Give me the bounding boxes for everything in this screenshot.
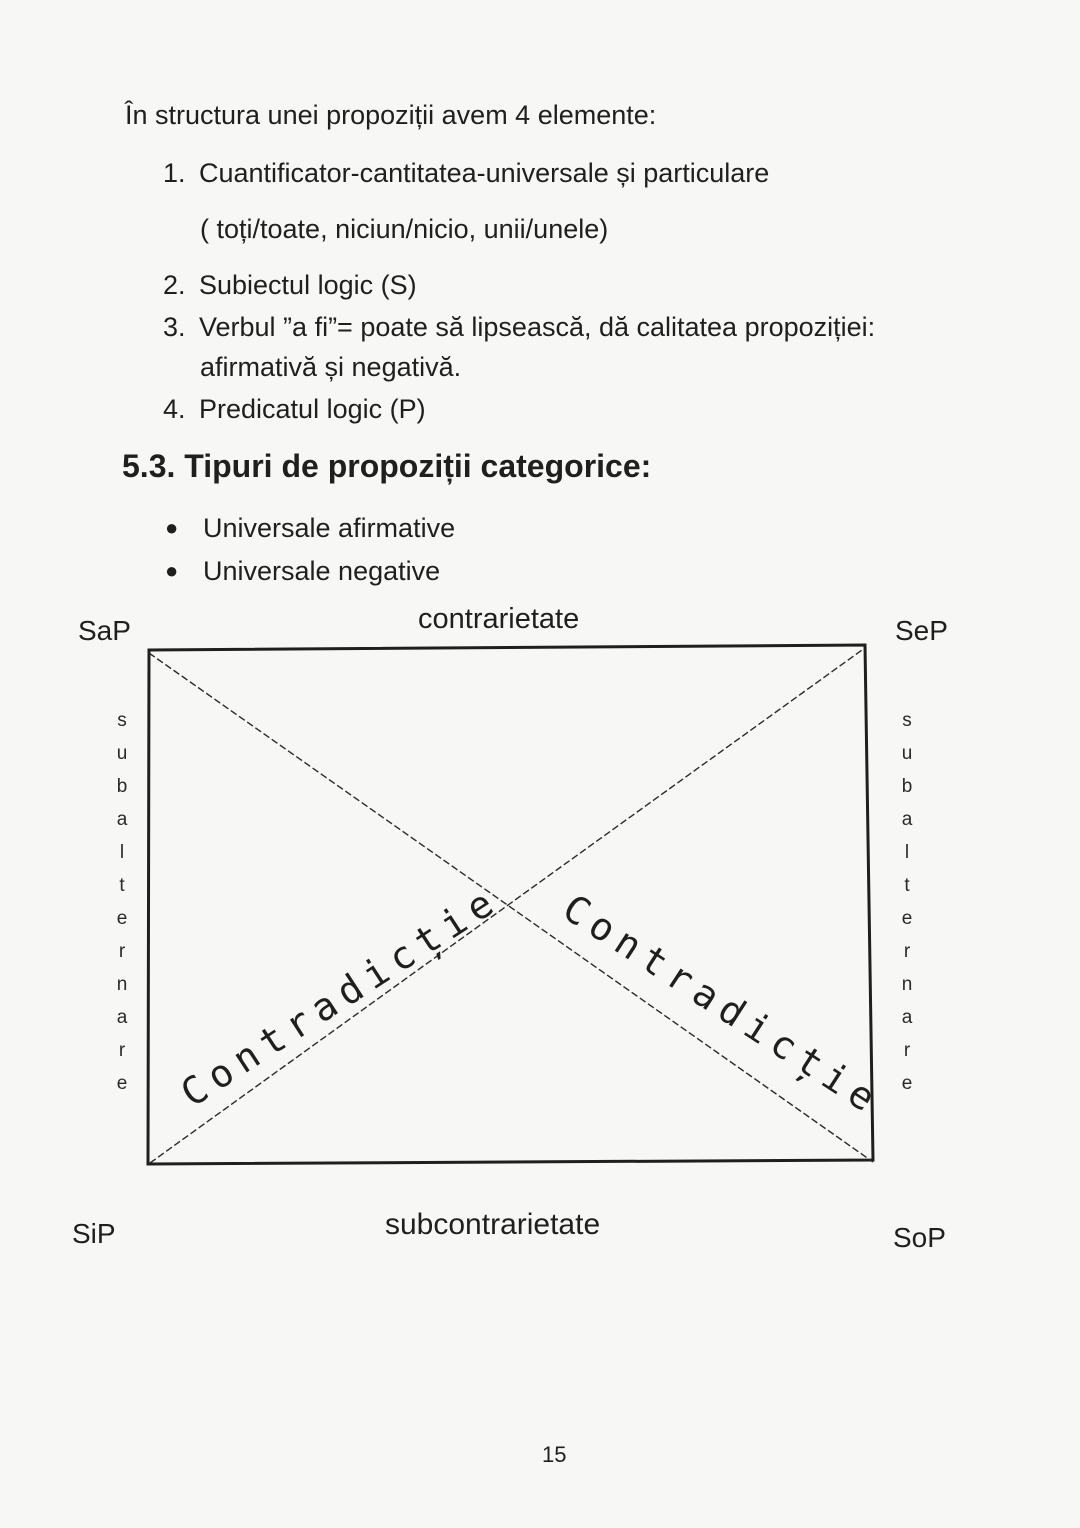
list-item-3-continuation: afirmativă și negativă.: [200, 352, 462, 382]
intro-text: În structura unei propoziții avem 4 elem…: [125, 100, 657, 130]
contradiction-label-right: Contradicție: [555, 886, 890, 1126]
subalternare-letter: n: [902, 974, 913, 995]
subalternare-letter: a: [117, 809, 128, 830]
subalternare-letter: e: [902, 1073, 913, 1094]
bullet-item-2: ● Universale negative: [165, 556, 440, 586]
list-text: Predicatul logic (P): [199, 394, 426, 424]
subalternare-letter: r: [904, 941, 911, 962]
list-item-4: 4. Predicatul logic (P): [163, 394, 426, 425]
list-item-1-continuation: ( toți/toate, niciun/nicio, unii/unele): [200, 214, 609, 244]
subalternare-letter: a: [902, 1007, 913, 1028]
subalternare-letter: e: [902, 908, 913, 929]
relation-label-subcontrarietate: subcontrarietate: [385, 1208, 601, 1241]
subalternare-letter: r: [119, 941, 126, 962]
subalternare-letter: e: [117, 908, 128, 929]
subalternare-letter: l: [120, 842, 124, 863]
list-number: 4.: [163, 394, 186, 424]
corner-label-sap: SaP: [78, 615, 131, 646]
corner-label-sop: SoP: [893, 1222, 946, 1253]
subalternare-letter: e: [117, 1073, 128, 1094]
corner-label-sip: SiP: [72, 1218, 116, 1249]
list-item-1: 1. Cuantificator-cantitatea-universale și…: [163, 158, 769, 189]
page-number: 15: [542, 1442, 567, 1467]
list-text: Verbul ”a fi”= poate să lipsească, dă ca…: [199, 312, 876, 342]
list-number: 3.: [163, 312, 186, 342]
bullet-text: Universale afirmative: [203, 513, 456, 543]
corner-label-sep: SeP: [895, 615, 948, 646]
subalternare-letter: r: [119, 1040, 126, 1061]
diagonal-line-sip-sep: [149, 649, 863, 1164]
bullet-item-1: ● Universale afirmative: [165, 513, 455, 544]
subalternare-letter: t: [904, 875, 910, 896]
subalternare-letter: a: [902, 809, 913, 830]
bullet-icon: ●: [165, 558, 179, 583]
subalternare-letter: l: [905, 842, 909, 863]
list-number: 2.: [163, 270, 186, 300]
subalternare-letter: b: [117, 776, 128, 797]
contradiction-label-left: Contradicție: [173, 877, 508, 1117]
subalternare-letter: b: [902, 776, 913, 797]
bullet-icon: ●: [165, 515, 179, 540]
subalternare-letter: a: [117, 1007, 128, 1028]
square-frame: [146, 643, 875, 1166]
subalternare-letter: t: [119, 875, 125, 896]
list-item-3: 3. Verbul ”a fi”= poate să lipsească, dă …: [163, 312, 875, 343]
subalternare-letter: r: [904, 1040, 911, 1061]
subalternare-letter: s: [902, 710, 912, 731]
relation-label-contrarietate: contrarietate: [418, 603, 580, 635]
subalternare-letter: u: [117, 743, 128, 764]
diagonal-line-sap-sop: [148, 652, 874, 1163]
subalternare-letter: n: [117, 974, 128, 995]
subalternare-letter: u: [902, 743, 913, 764]
list-text: Subiectul logic (S): [199, 270, 417, 300]
list-item-2: 2. Subiectul logic (S): [163, 270, 417, 301]
subalternare-letter: s: [117, 710, 127, 731]
section-heading: 5.3. Tipuri de propoziții categorice:: [122, 448, 652, 484]
bullet-text: Universale negative: [203, 556, 441, 586]
list-number: 1.: [163, 158, 186, 188]
list-text: Cuantificator-cantitatea-universale și p…: [199, 158, 770, 188]
